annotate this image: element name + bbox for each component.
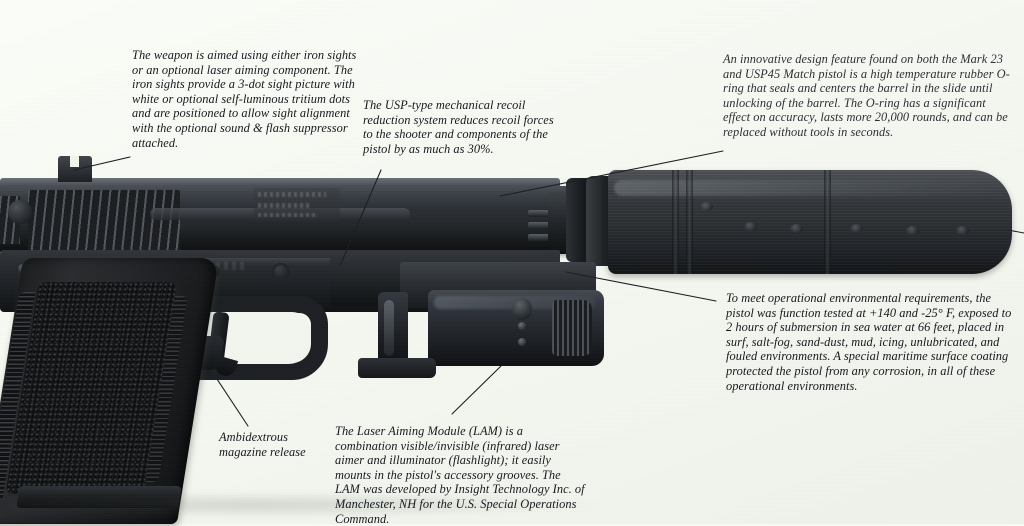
takedown-pin <box>272 263 290 281</box>
caption-o-ring: An innovative design feature found on bo… <box>723 52 1010 139</box>
suppressor-dimple <box>906 226 919 235</box>
magazine-baseplate <box>16 486 182 508</box>
barrel-thread <box>528 222 554 229</box>
caption-recoil-reduction: The USP-type mechanical recoil reduction… <box>363 98 554 156</box>
suppressor-dimple <box>850 224 863 233</box>
caption-environmental-testing: To meet operational environmental requir… <box>726 291 1012 393</box>
lam-clamp-slot <box>384 300 394 356</box>
lam-mounting-foot <box>358 358 436 378</box>
lam-lens <box>512 298 532 320</box>
slide-marking-line <box>258 192 326 197</box>
slide-marking-line <box>258 213 318 217</box>
suppressor-dimple <box>790 224 803 233</box>
slide-serrations <box>28 190 180 252</box>
slide-marking-line <box>258 203 310 208</box>
caption-magazine-release: Ambidextrous magazine release <box>219 430 306 459</box>
barrel-thread <box>528 210 554 217</box>
suppressor-band <box>824 170 831 274</box>
lam-screw <box>518 322 526 330</box>
barrel-thread <box>528 234 554 241</box>
suppressor-dimple <box>744 222 757 231</box>
caption-laser-aiming-module: The Laser Aiming Module (LAM) is a combi… <box>335 424 585 526</box>
suppressor-dimple <box>956 226 969 235</box>
caption-iron-sights: The weapon is aimed using either iron si… <box>132 48 357 150</box>
lam-adjustment-knob <box>552 300 592 356</box>
suppressor-band <box>672 170 679 274</box>
frame-rail <box>100 258 520 267</box>
suppressor-dimple <box>700 202 713 211</box>
decocking-lever <box>8 200 32 224</box>
lam-screw <box>518 338 526 346</box>
rear-sight-notch <box>70 156 79 167</box>
suppressor-band <box>686 170 693 274</box>
